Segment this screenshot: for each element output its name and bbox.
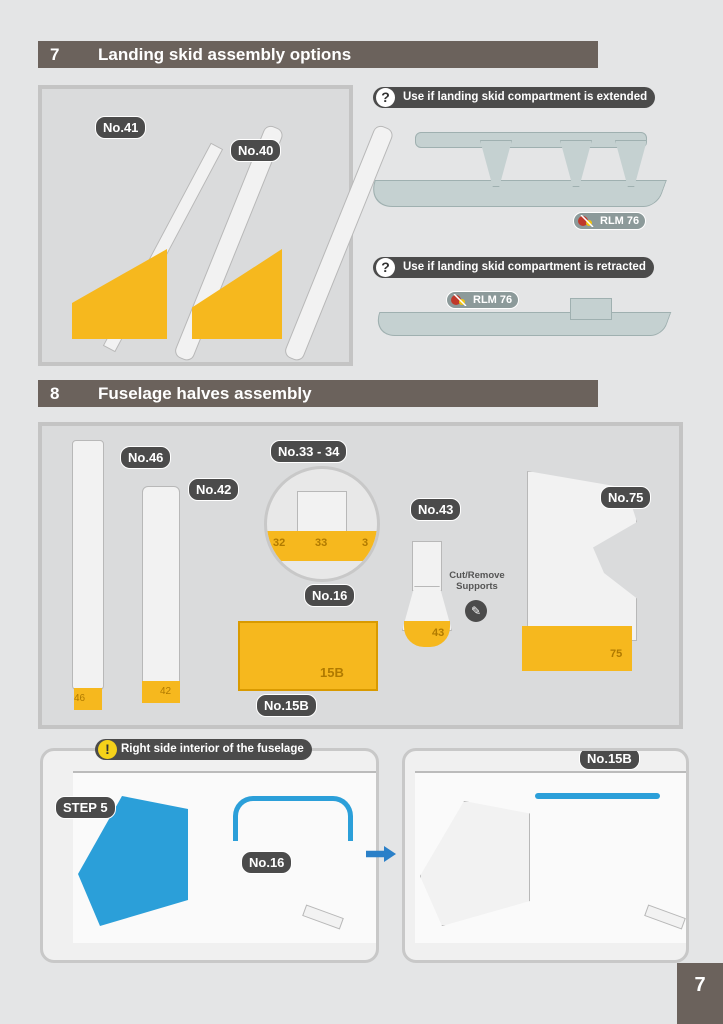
- sprue-label: 32: [273, 537, 286, 549]
- support-41: [72, 249, 167, 339]
- sprue-15b: 15B: [238, 621, 378, 691]
- part-46: [72, 440, 104, 690]
- paint-name: RLM 76: [600, 215, 640, 227]
- part-label-16: No.16: [241, 851, 293, 874]
- part-label-15b: No.15B: [256, 694, 317, 717]
- warning-note: ! Right side interior of the fuselage: [95, 739, 312, 760]
- interior-after-panel: No.15B: [402, 748, 689, 963]
- paint-name: RLM 76: [473, 294, 513, 306]
- part-33-34: [297, 491, 347, 536]
- part-label-16: No.16: [304, 584, 356, 607]
- support-42: 42: [142, 681, 180, 703]
- sprue-label: 46: [74, 693, 86, 704]
- cut-supports-note: Cut/Remove Supports: [449, 570, 505, 592]
- paint-callout-extended: RLM 76: [573, 212, 647, 230]
- skid-parts-panel: No.41 No.40: [38, 85, 395, 366]
- support-46: 46: [74, 688, 102, 710]
- interior-before-panel: STEP 5 No.16: [40, 748, 379, 963]
- sprue-label: 15B: [320, 665, 344, 680]
- sprue-label: 3: [362, 537, 369, 549]
- sprue-label: 33: [315, 537, 328, 549]
- skid-extended: [365, 180, 667, 207]
- step-7-header: 7 Landing skid assembly options: [38, 41, 598, 68]
- part-label-15b: No.15B: [579, 751, 640, 770]
- part-15b-pipe: [535, 793, 660, 799]
- part-16-pipe: [233, 796, 353, 841]
- question-icon: ?: [376, 88, 395, 107]
- sprue-label: 42: [160, 686, 172, 697]
- note-text: Right side interior of the fuselage: [121, 743, 304, 755]
- support-75: 75: [522, 626, 632, 671]
- support-43: 43: [404, 621, 450, 647]
- note-retracted: ? Use if landing skid compartment is retr…: [373, 257, 654, 278]
- part-label-75: No.75: [600, 486, 652, 509]
- step-number: 8: [50, 384, 60, 403]
- sprue-label: 43: [432, 627, 445, 639]
- step-title: Landing skid assembly options: [98, 45, 352, 64]
- page-number: 7: [677, 963, 723, 1024]
- part-42: [142, 486, 180, 686]
- part-label-40: No.40: [230, 139, 282, 162]
- step-ref-label: STEP 5: [55, 796, 116, 819]
- step-number: 7: [50, 45, 60, 64]
- question-icon: ?: [376, 258, 395, 277]
- note-text: Use if landing skid compartment is retra…: [403, 261, 646, 273]
- part-label-43: No.43: [410, 498, 462, 521]
- sprue-label: 75: [610, 648, 623, 660]
- skid-box: [570, 298, 612, 320]
- step-8-header: 8 Fuselage halves assembly: [38, 380, 598, 407]
- warning-icon: !: [98, 740, 117, 759]
- part-label-33-34: No.33 - 34: [270, 440, 348, 463]
- skid-strut-bar: [415, 132, 647, 148]
- paint-callout-retracted: RLM 76: [446, 291, 520, 309]
- step-title: Fuselage halves assembly: [98, 384, 312, 403]
- part-43-top: [412, 541, 442, 591]
- part-label-42: No.42: [188, 478, 240, 501]
- paint-palette-icon: [578, 215, 594, 227]
- part-label-46: No.46: [120, 446, 172, 469]
- part-label-41: No.41: [95, 116, 147, 139]
- note-extended: ? Use if landing skid compartment is exte…: [373, 87, 656, 108]
- cutter-icon: ✎: [465, 600, 487, 622]
- paint-palette-icon: [451, 294, 467, 306]
- skid-retracted: [370, 312, 672, 336]
- note-text: Use if landing skid compartment is exten…: [403, 91, 648, 103]
